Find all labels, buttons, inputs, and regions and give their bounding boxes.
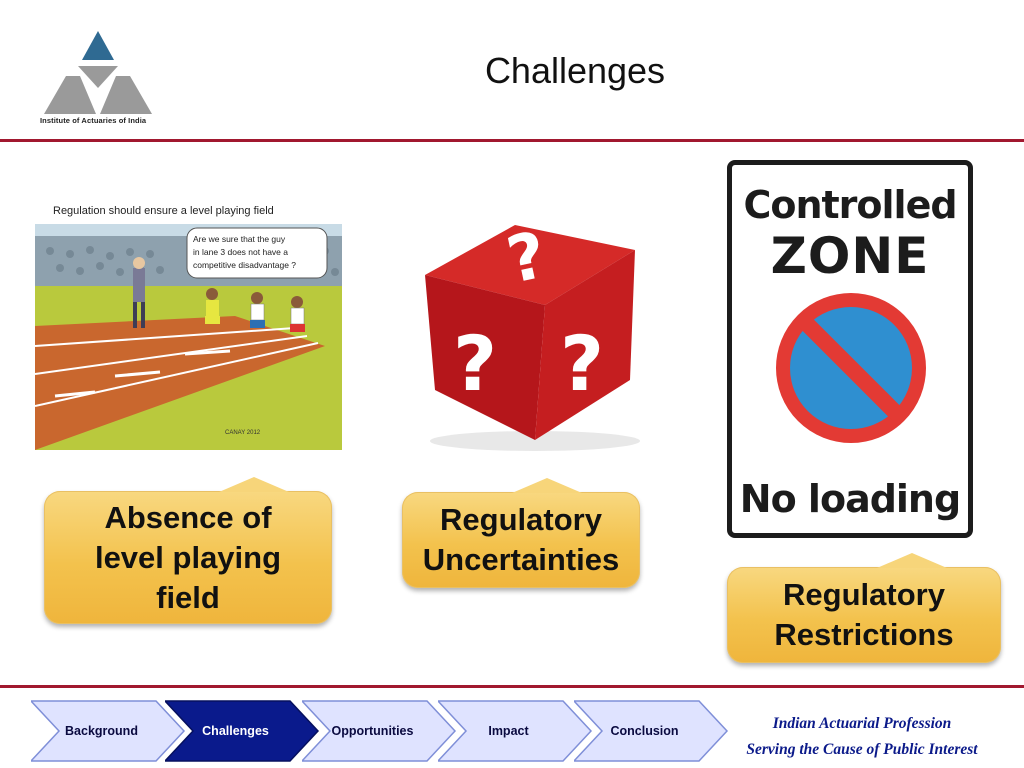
nav-label: Conclusion (610, 724, 679, 738)
cartoon-speech-line: competitive disadvantage ? (193, 260, 296, 270)
footer-divider (0, 685, 1024, 688)
header-divider (0, 139, 1024, 142)
callout-level-playing-field: Absence of level playing field (44, 477, 332, 624)
sign-line-zone: ZONE (770, 227, 930, 285)
callout-line: Regulatory (783, 577, 945, 612)
controlled-zone-sign: Controlled ZONE No loading (727, 160, 973, 538)
cartoon-caption: Regulation should ensure a level playing… (53, 205, 274, 217)
nav-chevron-icon (438, 700, 593, 762)
institute-logo: Institute of Actuaries of India (38, 28, 158, 128)
callout-line: Regulatory (440, 502, 602, 537)
footer-tagline-profession: Indian Actuarial Profession (772, 715, 952, 732)
question-dice-image: ? ? ? (395, 205, 665, 455)
nav-background[interactable]: Background (31, 699, 186, 763)
logo-text: Institute of Actuaries of India (40, 116, 147, 125)
nav-label: Opportunities (331, 724, 414, 738)
nav-chevron-icon (302, 700, 457, 762)
nav-chevron-icon (574, 700, 729, 762)
svg-text:Are we sure that the guy: Are we sure that the guy in lane 3 does … (193, 234, 296, 270)
no-waiting-icon (776, 293, 926, 443)
cartoon-image: Regulation should ensure a level playing… (35, 196, 342, 450)
sign-line-controlled: Controlled (743, 183, 957, 227)
nav-chevron-icon (165, 700, 320, 762)
callout-line: level playing (94, 539, 282, 575)
nav-chevron-icon (31, 700, 186, 762)
footer-tagline-public-interest: Serving the Cause of Public Interest (746, 741, 978, 758)
logo-mark-icon (44, 31, 152, 114)
callout-line: Restrictions (774, 617, 954, 652)
nav-impact[interactable]: Impact (438, 699, 593, 763)
callout-line: Absence of (104, 499, 272, 535)
callout-regulatory-restrictions: Regulatory Restrictions (727, 553, 1001, 663)
cartoon-speech-line: Are we sure that the guy (193, 234, 286, 244)
nav-challenges[interactable]: Challenges (165, 699, 320, 763)
nav-label: Impact (488, 724, 529, 738)
svg-text:?: ? (560, 319, 604, 408)
nav-label: Background (65, 724, 138, 738)
nav-label: Challenges (202, 724, 269, 738)
slide-title: Challenges (484, 50, 666, 91)
cartoon-speech-line: in lane 3 does not have a (193, 247, 288, 257)
svg-text:?: ? (453, 319, 497, 408)
callout-line: Uncertainties (422, 542, 620, 577)
nav-conclusion[interactable]: Conclusion (574, 699, 729, 763)
nav-opportunities[interactable]: Opportunities (302, 699, 457, 763)
callout-regulatory-uncertainties: Regulatory Uncertainties (402, 478, 640, 588)
sign-line-no-loading: No loading (739, 477, 961, 521)
cartoon-signature: CANAY 2012 (225, 430, 261, 436)
callout-line: field (156, 579, 220, 615)
